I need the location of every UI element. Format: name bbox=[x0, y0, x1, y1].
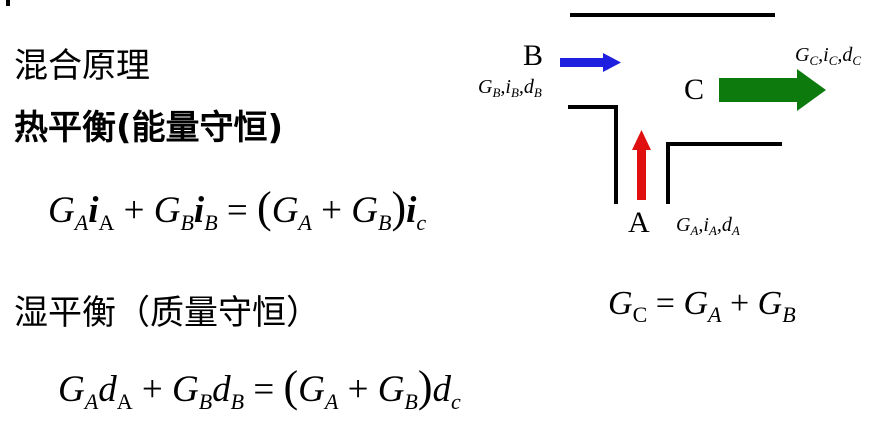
flow-equation: GC = GA + GB bbox=[608, 285, 796, 327]
duct-right-wall bbox=[666, 142, 782, 204]
corner-mark bbox=[6, 0, 10, 6]
stream-c-label: C bbox=[684, 73, 705, 106]
stream-b-arrow bbox=[560, 53, 621, 72]
stream-b-params: GB,iB,dB bbox=[478, 76, 542, 100]
stream-a-params: GA,iA,dA bbox=[676, 214, 740, 238]
moisture-balance-equation: GAdA + GBdB = (GA + GB)dc bbox=[58, 362, 461, 414]
stream-c-arrow bbox=[719, 69, 826, 111]
heading-mixing-principle: 混合原理 bbox=[14, 46, 150, 86]
stream-a-label: A bbox=[628, 206, 650, 239]
stream-b-label: B bbox=[523, 39, 544, 72]
duct-left-wall bbox=[568, 105, 618, 204]
heat-balance-equation: GAiA + GBiB = (GA + GB)ic bbox=[48, 183, 427, 235]
stream-c-params: GC,iC,dC bbox=[795, 44, 862, 68]
heading-moisture-balance: 湿平衡（质量守恒） bbox=[14, 293, 320, 333]
heading-heat-balance: 热平衡(能量守恒) bbox=[14, 108, 284, 148]
stream-a-arrow bbox=[632, 130, 651, 200]
